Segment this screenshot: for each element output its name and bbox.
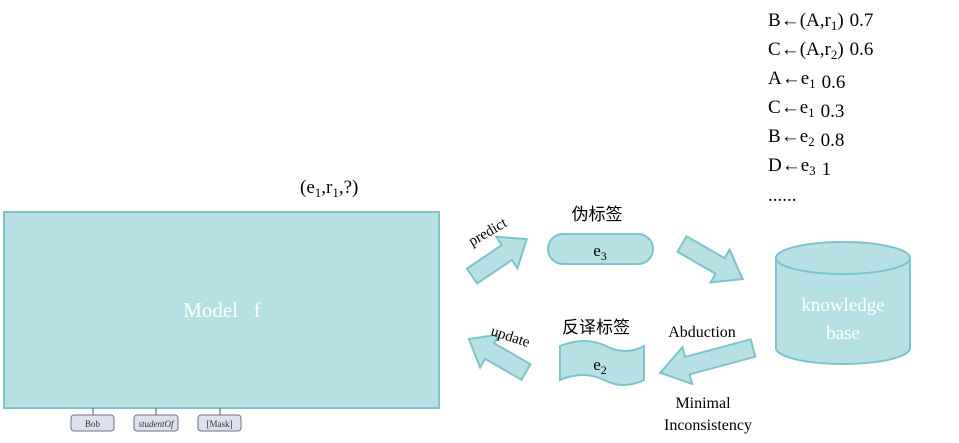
token-chip-bob[interactable] — [70, 414, 115, 432]
to-kb-arrow-icon — [676, 234, 745, 284]
token-label-bob: Bob — [85, 419, 101, 429]
query-label: (e1,r1,?) — [300, 177, 358, 200]
knowledge-base-cylinder[interactable] — [775, 241, 911, 365]
abduction-arrow-icon — [658, 338, 757, 386]
token-chip-mask[interactable] — [197, 414, 242, 432]
token-label-studentof: studentOf — [139, 419, 175, 429]
predict-arrow-icon — [465, 235, 529, 285]
rule-line: B←(A,r1)0.7 — [768, 10, 873, 33]
pseudo-label-box[interactable] — [547, 233, 654, 265]
token-bar: Bob studentOf [Mask] — [70, 408, 242, 432]
update-arrow-icon — [467, 333, 532, 382]
knowledge-base-label-line2: base — [826, 323, 860, 344]
back-label-title: 反译标签 — [562, 318, 630, 338]
back-label-box[interactable] — [559, 340, 645, 386]
token-chip-studentof[interactable] — [133, 414, 179, 432]
pseudo-label-entity: e3 — [593, 241, 607, 263]
model-label: Model f — [183, 298, 261, 322]
back-label-entity: e2 — [593, 355, 607, 377]
minimal-label-line2: Inconsistency — [664, 417, 752, 434]
pseudo-label-title: 伪标签 — [572, 205, 623, 225]
model-box[interactable] — [3, 211, 440, 409]
minimal-label-line1: Minimal — [675, 395, 731, 412]
abduction-label: Abduction — [668, 324, 736, 341]
token-label-mask: [Mask] — [207, 419, 233, 429]
rule-line: C←(A,r2)0.6 — [768, 39, 873, 62]
rule-list-ellipsis: ...... — [768, 185, 797, 206]
knowledge-base-label-line1: knowledge — [801, 295, 884, 316]
